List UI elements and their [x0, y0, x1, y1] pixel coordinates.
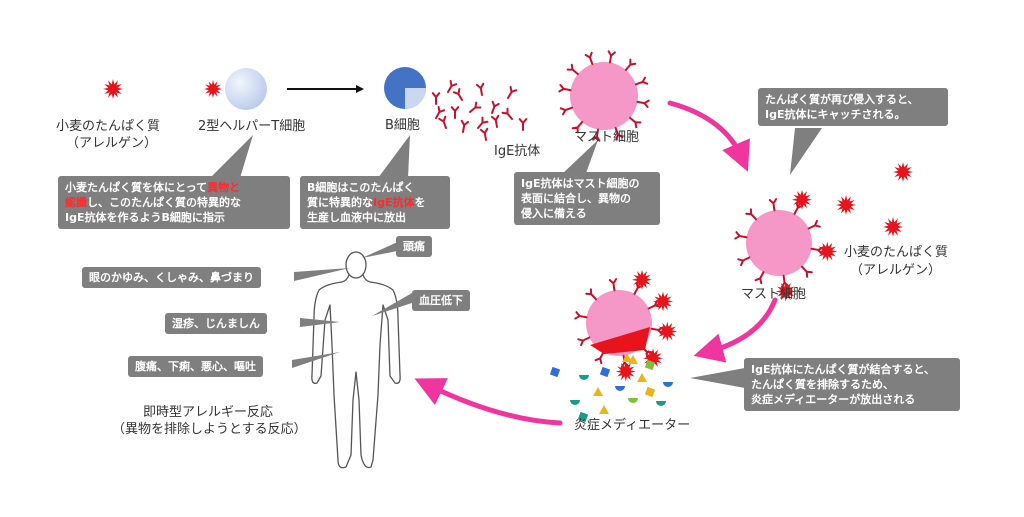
reaction-paren-label: （異物を排除しようとする反応） [112, 422, 307, 437]
callout-mast-text-3: 侵入に備える [521, 207, 587, 220]
helper-t-label: 2型ヘルパーT細胞 [198, 119, 306, 134]
callout-release-text-3: 炎症メディエーターが放出される [751, 393, 916, 406]
symptom-bp: 血圧低下 [412, 290, 470, 311]
callout-t-cell: 小麦たんぱく質を体にとって異物と 認識し、このたんぱく質の特異的な IgE抗体を… [58, 176, 290, 229]
mast-cell-top-label: マスト細胞 [574, 130, 640, 145]
mediator-granules-icon [549, 353, 673, 423]
allergen-label: 小麦のたんぱく質 [56, 119, 161, 134]
callout-b-cell-red: IgE抗体 [373, 196, 415, 209]
callout-b-cell: B細胞はこのたんぱく 質に特異的なIgE抗体を 生産し血液中に放出 [300, 176, 450, 229]
symptom-pointers [292, 240, 412, 368]
human-body-icon [311, 251, 401, 469]
allergen-floating-icon [836, 162, 913, 237]
symptom-skin: 湿疹、じんましん [165, 313, 267, 334]
callout-mast: IgE抗体はマスト細胞の 表面に結合し、異物の 侵入に備える [514, 172, 660, 225]
callout-release: IgE抗体にたんぱく質が結合すると、 たんぱく質を排除するため、 炎症メディエー… [744, 358, 960, 411]
callout-tails [210, 128, 822, 388]
allergen-right-paren-label: （アレルゲン） [850, 263, 942, 278]
allergen-paren-label: （アレルゲン） [66, 136, 158, 151]
callout-capture-text-1: たんぱく質が再び侵入すると、 [765, 93, 919, 106]
callout-release-text-2: たんぱく質を排除するため、 [751, 378, 894, 391]
callout-t-cell-red-1: 異物と [207, 181, 241, 194]
callout-mast-text-2: 表面に結合し、異物の [521, 192, 631, 205]
callout-b-cell-text-1: B細胞はこのたんぱく [307, 181, 415, 194]
callout-t-cell-red-2: 認識 [65, 196, 87, 209]
b-cell-label: B細胞 [385, 118, 420, 133]
symptom-gut: 腹痛、下痢、悪心、嘔吐 [128, 356, 263, 377]
ige-label: IgE抗体 [494, 144, 541, 159]
callout-release-text-1: IgE抗体にたんぱく質が結合すると、 [751, 363, 936, 376]
callout-b-cell-text-2: 質に特異的な [307, 196, 373, 209]
callout-t-cell-text-3: IgE抗体を作るようB細胞に指示 [65, 211, 225, 224]
callout-t-cell-text-2: し、このたんぱく質の特異的な [87, 196, 241, 209]
callout-mast-text-1: IgE抗体はマスト細胞の [521, 177, 640, 190]
symptom-headache: 頭痛 [396, 236, 432, 257]
mast-cell-bound-icon [734, 189, 838, 302]
allergen-near-tcell-icon [204, 80, 222, 98]
mediator-label: 炎症メディエーター [574, 418, 691, 433]
callout-b-cell-text-3: を [414, 196, 426, 209]
ige-antibodies-icon [431, 80, 528, 141]
mast-cell-mid-label: マスト細胞 [741, 287, 807, 302]
mast-cell-top-icon [558, 50, 650, 142]
callout-capture: たんぱく質が再び侵入すると、 IgE抗体にキャッチされる。 [758, 88, 948, 126]
process-arrows [414, 100, 778, 426]
callout-t-cell-text-1: 小麦たんぱく質を体にとって [65, 181, 208, 194]
reaction-label: 即時型アレルギー反応 [143, 405, 274, 420]
callout-capture-text-2: IgE抗体にキャッチされる。 [765, 108, 906, 121]
allergen-left-icon [103, 79, 123, 99]
b-cell-icon [384, 67, 426, 109]
allergen-right-label: 小麦のたんぱく質 [844, 245, 949, 260]
callout-b-cell-text-4: 生産し血液中に放出 [307, 211, 406, 224]
mast-cell-degranulating-icon [574, 269, 678, 382]
symptom-eyes: 眼のかゆみ、くしゃみ、鼻づまり [82, 267, 261, 288]
helper-t-cell-icon [225, 68, 267, 110]
